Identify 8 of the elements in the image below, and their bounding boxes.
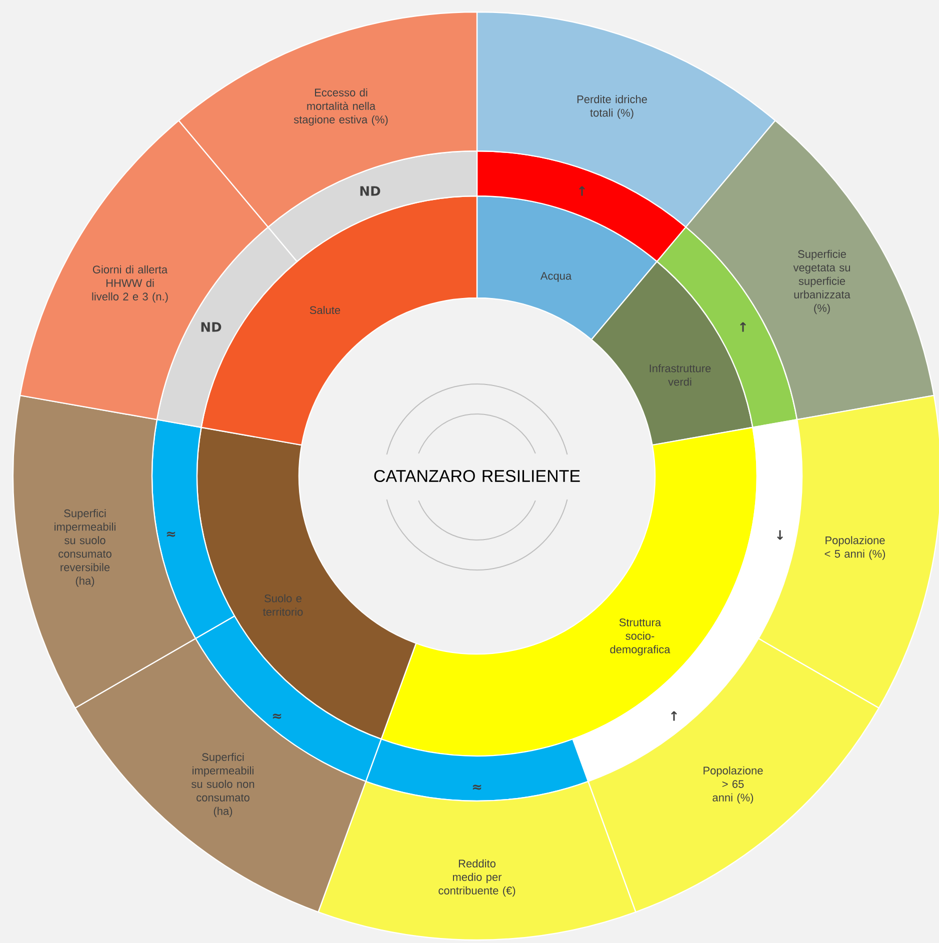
trend-segment: ≈ xyxy=(151,418,236,640)
trend-segment: ND xyxy=(267,150,478,262)
trend-segment: ↓ xyxy=(718,418,803,640)
category-segment: Acqua xyxy=(476,195,658,340)
node-label: Reddito medio per contribuente (€) xyxy=(438,859,516,897)
trend-segment: ≈ xyxy=(365,738,589,802)
node-label: Popolazione < 5 anni (%) xyxy=(824,536,886,560)
trend-segment: ↑ xyxy=(476,150,686,262)
